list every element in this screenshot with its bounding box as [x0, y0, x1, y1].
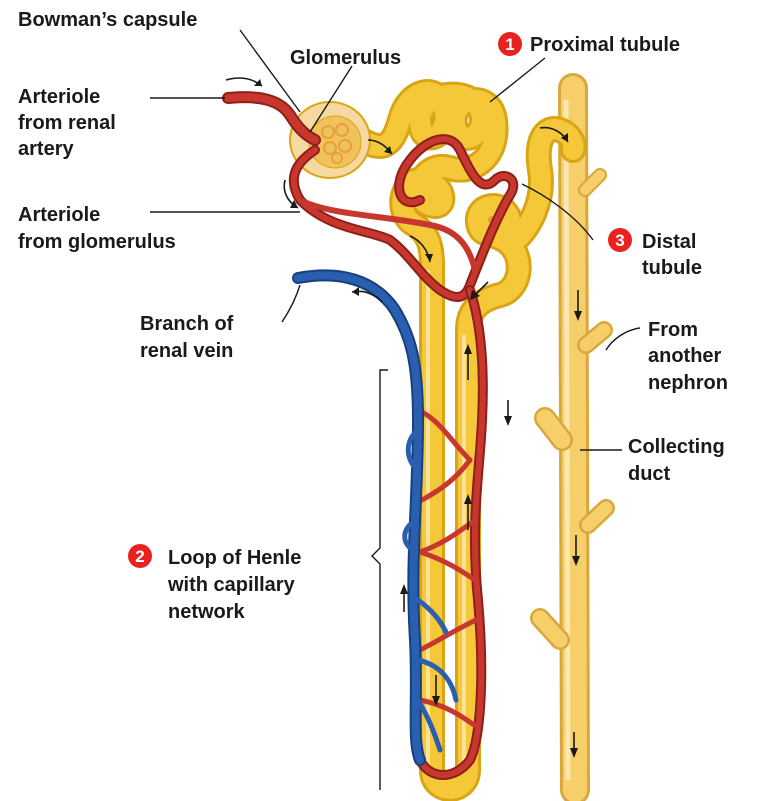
- svg-text:1: 1: [505, 35, 514, 54]
- svg-text:3: 3: [615, 231, 624, 250]
- leader-renal-vein: [282, 285, 300, 322]
- label-loop-henle-1: Loop of Henle: [168, 547, 301, 569]
- label-another-nephron-3: nephron: [648, 372, 728, 394]
- label-distal-tubule-1: Distal: [642, 231, 696, 253]
- svg-text:2: 2: [135, 547, 144, 566]
- label-glomerulus: Glomerulus: [290, 47, 401, 69]
- label-another-nephron-1: From: [648, 319, 698, 341]
- label-distal-tubule-2: tubule: [642, 257, 702, 279]
- label-renal-vein-2: renal vein: [140, 340, 233, 362]
- label-proximal-tubule: Proximal tubule: [530, 34, 680, 56]
- label-loop-henle-3: network: [168, 601, 246, 623]
- label-arteriole-glomerulus-2: from glomerulus: [18, 231, 176, 253]
- label-collecting-duct-1: Collecting: [628, 436, 725, 458]
- label-arteriole-glomerulus-1: Arteriole: [18, 204, 100, 226]
- marker-distal: 3: [608, 228, 632, 252]
- loop-bracket: [372, 370, 388, 790]
- marker-loop: 2: [128, 544, 152, 568]
- label-another-nephron-2: another: [648, 345, 722, 367]
- label-bowmans-capsule: Bowman’s capsule: [18, 9, 197, 31]
- label-collecting-duct-2: duct: [628, 463, 671, 485]
- label-loop-henle-2: with capillary: [167, 574, 296, 596]
- label-arteriole-renal-1: Arteriole: [18, 86, 100, 108]
- label-arteriole-renal-2: from renal: [18, 112, 116, 134]
- leader-proximal-tubule: [490, 58, 545, 102]
- marker-proximal: 1: [498, 32, 522, 56]
- nephron-tubule: [362, 92, 574, 789]
- label-arteriole-renal-3: artery: [18, 138, 74, 160]
- labels: Bowman’s capsule Glomerulus 1 Proximal t…: [18, 9, 728, 623]
- label-renal-vein-1: Branch of: [140, 313, 234, 335]
